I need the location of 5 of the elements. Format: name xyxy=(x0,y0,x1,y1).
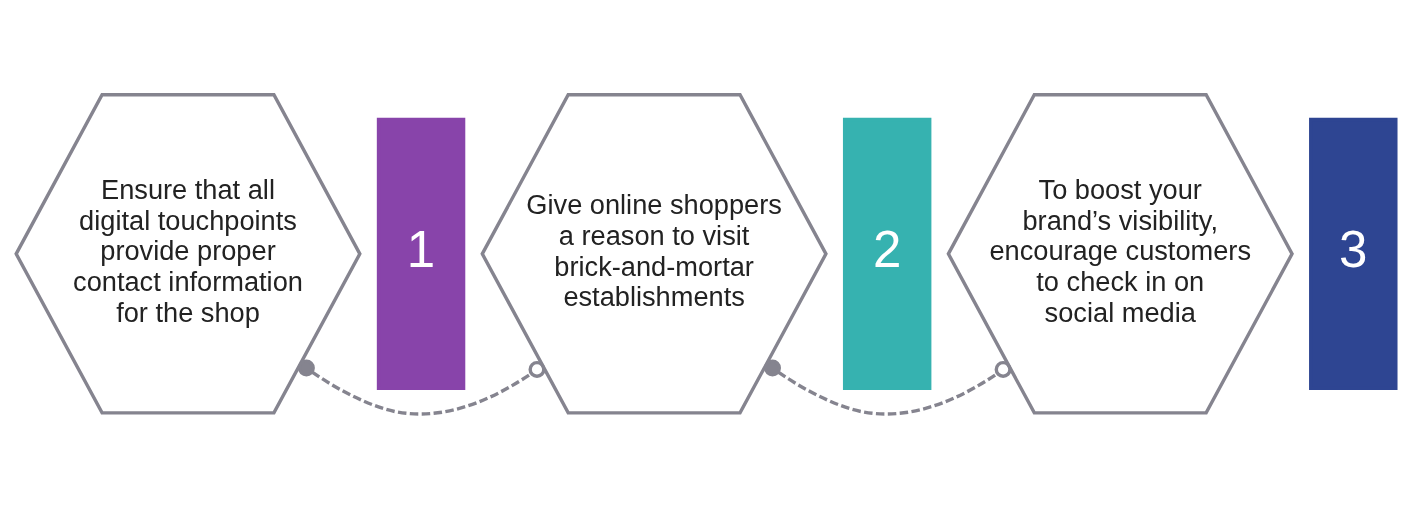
connector xyxy=(764,358,1012,416)
node-box: 3 xyxy=(1309,117,1398,390)
node-box: 2 xyxy=(842,117,932,390)
node-box: 1 xyxy=(376,117,466,390)
connector xyxy=(297,358,546,416)
